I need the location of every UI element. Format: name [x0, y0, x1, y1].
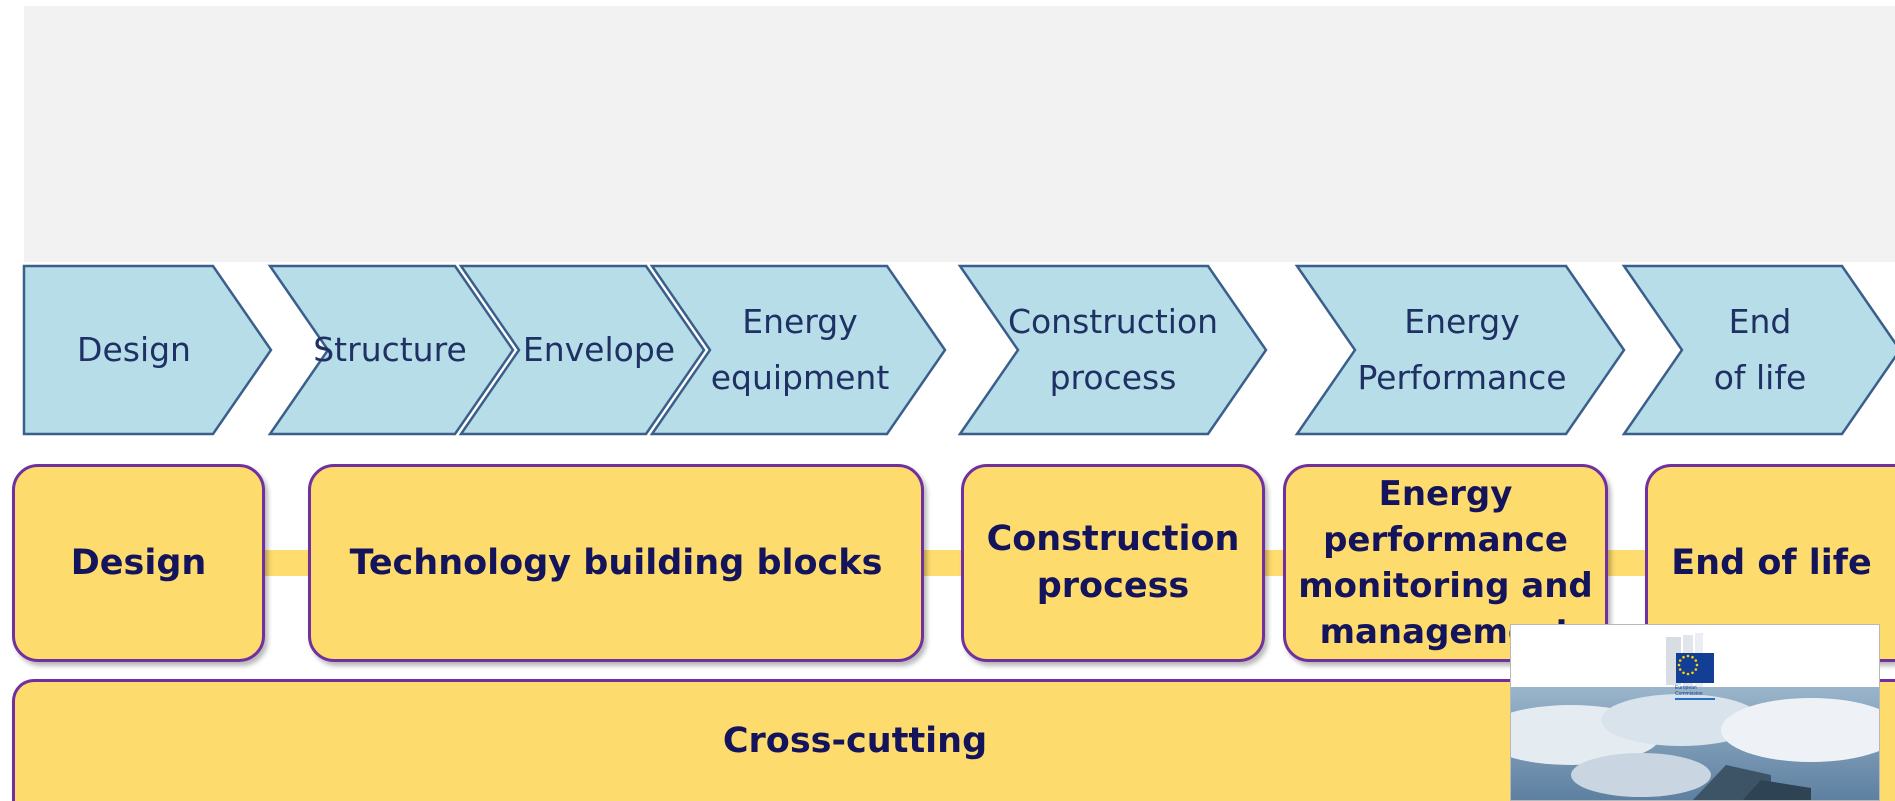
- building-photo-image: [1511, 685, 1879, 800]
- chevron-label-energy-performance: Energy Performance: [1352, 266, 1572, 434]
- chevron-label-line: equipment: [710, 358, 890, 397]
- top-panel: [24, 6, 1895, 262]
- chevron-label-line: Envelope: [522, 330, 676, 369]
- eu-logo-text: European Commission: [1675, 685, 1715, 697]
- box-label-line: monitoring and: [1298, 566, 1593, 606]
- box-label-line: Energy performance: [1323, 474, 1568, 560]
- eu-logo-text-line: Commission: [1675, 691, 1703, 697]
- building-photo: European Commission: [1510, 624, 1880, 801]
- chevron-design: [22, 264, 273, 436]
- chevron-label-end-of-life: End of life: [1690, 266, 1830, 434]
- chevron-label-line: Energy: [742, 302, 858, 341]
- chevron-energy-equipment: [649, 264, 947, 436]
- chevron-label-energy-equipment: Energy equipment: [700, 266, 900, 434]
- chevron-structure: [267, 264, 515, 436]
- chevron-label-line: Performance: [1357, 358, 1567, 397]
- box-label-line: Design: [70, 542, 207, 583]
- chevron-label-line: process: [1049, 358, 1177, 397]
- box-label-line: process: [1036, 566, 1190, 606]
- chevron-label-line: End: [1728, 302, 1792, 341]
- box-technology-building-blocks: Technology building blocks: [308, 464, 924, 662]
- box-label-line: Technology building blocks: [349, 542, 883, 583]
- box-design: Design: [12, 464, 265, 662]
- chevron-label-structure: Structure: [300, 266, 480, 434]
- box-construction-process: Construction process: [961, 464, 1265, 662]
- box-label-line: End of life: [1671, 542, 1872, 583]
- chevron-envelope: [458, 264, 706, 436]
- chevron-energy-performance: [1294, 264, 1626, 436]
- chevron-end-of-life: [1621, 264, 1895, 436]
- chevron-label-construction-process: Construction process: [1008, 266, 1218, 434]
- chevron-label-line: Design: [77, 330, 191, 369]
- eu-logo-text-line: European: [1675, 685, 1697, 691]
- eu-logo-underline: [1675, 698, 1715, 700]
- box-label-line: Construction: [986, 519, 1240, 559]
- chevron-label-design: Design: [24, 266, 244, 434]
- eu-flag-icon: [1676, 653, 1714, 683]
- chevron-label-line: of life: [1713, 358, 1807, 397]
- chevron-label-envelope: Envelope: [499, 266, 699, 434]
- chevron-label-line: Energy: [1404, 302, 1520, 341]
- box-label-line: Cross-cutting: [722, 721, 988, 761]
- chevron-label-line: Construction: [1007, 302, 1219, 341]
- chevron-construction-process: [957, 264, 1268, 436]
- chevron-label-line: Structure: [313, 330, 467, 369]
